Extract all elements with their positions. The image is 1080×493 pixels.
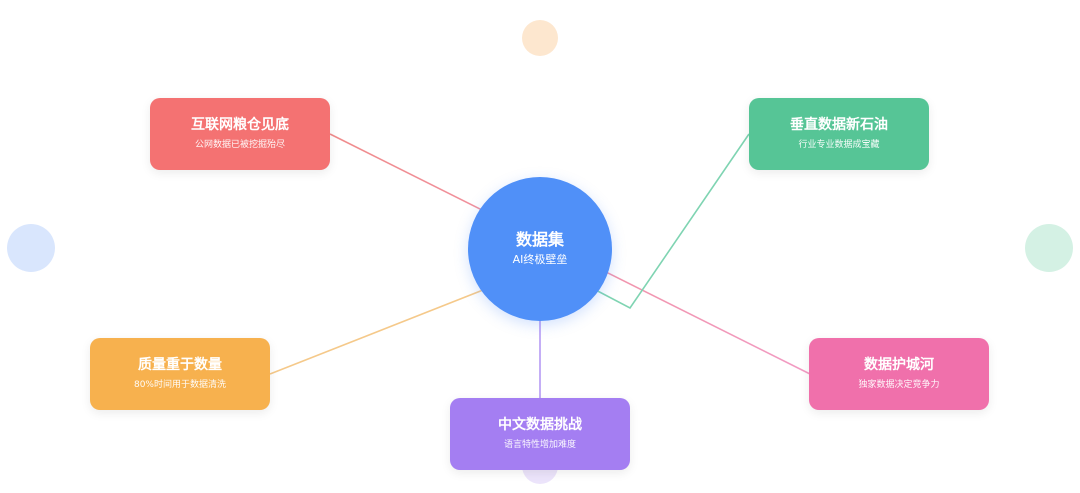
connector-middle-left [269,278,512,375]
hub-title: 数据集 [515,230,564,249]
node-chinese-data-challenge: 中文数据挑战 语言特性增加难度 [450,398,630,470]
central-hub-dataset: 数据集 AI终极壁垒 [468,177,612,321]
node-quality-over-quantity: 质量重于数量 80%时间用于数据清洗 [90,338,270,410]
node-vertical-data: 垂直数据新石油 行业专业数据成宝藏 [749,98,929,170]
decorative-circle-right [1025,224,1073,272]
decorative-circle-left [7,224,55,272]
node-subtitle: 独家数据决定竞争力 [858,380,940,390]
node-title: 互联网粮仓见底 [191,117,289,133]
connector-top-right [589,133,750,310]
node-title: 中文数据挑战 [498,417,582,433]
node-subtitle: 行业专业数据成宝藏 [798,140,880,150]
node-subtitle: 80%时间用于数据清洗 [133,380,226,390]
node-subtitle: 语言特性增加难度 [503,440,576,450]
node-title: 垂直数据新石油 [790,117,888,133]
node-data-moat: 数据护城河 独家数据决定竞争力 [809,338,989,410]
node-title: 质量重于数量 [138,357,222,373]
hub-subtitle: AI终极壁垒 [512,253,568,266]
node-title: 数据护城河 [864,357,934,373]
node-internet-granary: 互联网粮仓见底 公网数据已被挖掘殆尽 [150,98,330,170]
node-subtitle: 公网数据已被挖掘殆尽 [194,140,285,150]
decorative-circle-top [522,20,558,56]
